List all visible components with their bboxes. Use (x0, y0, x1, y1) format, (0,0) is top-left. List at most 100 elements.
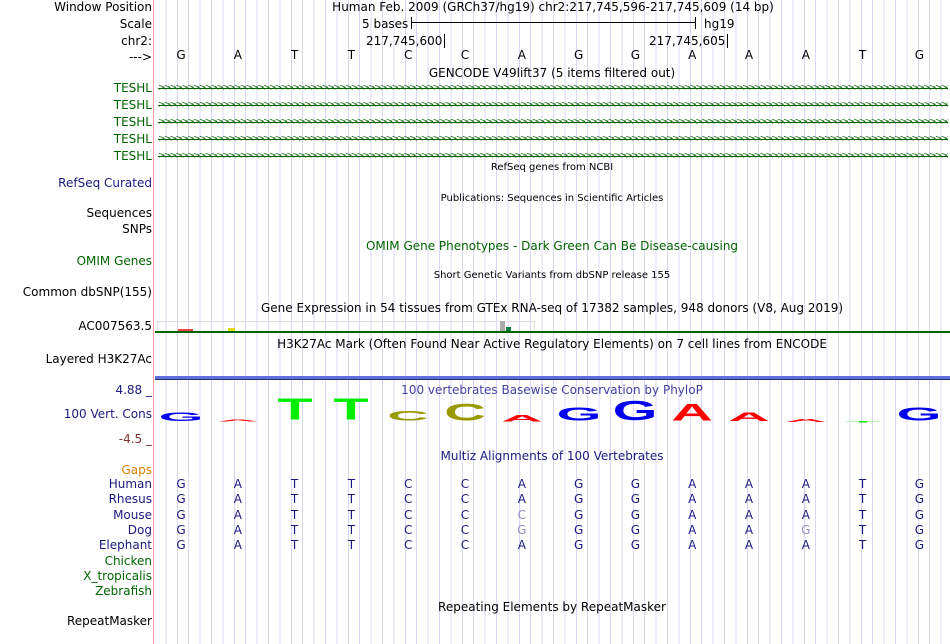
aligned-base: T (858, 492, 867, 507)
label-gtex[interactable]: AC007563.5 (78, 319, 152, 333)
aligned-base: A (801, 538, 810, 553)
label-rmsk[interactable]: RepeatMasker (66, 614, 152, 628)
logo-letter: T (333, 392, 369, 427)
aligned-base: C (403, 477, 413, 491)
aligned-base: G (573, 522, 584, 537)
aligned-base: T (858, 477, 867, 491)
aligned-base: T (858, 507, 867, 522)
species-label[interactable]: Human (108, 477, 152, 491)
gtex-bars[interactable] (157, 321, 535, 331)
aligned-base: G (176, 522, 186, 537)
logo-letter: T (276, 392, 313, 427)
aligned-base: C (460, 538, 470, 553)
base-letter: T (347, 48, 356, 62)
aligned-base: C (460, 522, 470, 537)
aligned-base: C (403, 538, 413, 553)
label-dbsnp[interactable]: Common dbSNP(155) (22, 285, 152, 299)
aligned-base: A (517, 492, 526, 507)
omim-title[interactable]: OMIM Gene Phenotypes - Dark Green Can Be… (365, 239, 739, 253)
aligned-base: T (290, 492, 299, 507)
species-label[interactable]: Zebrafish (95, 584, 152, 599)
phylop-title[interactable]: 100 vertebrates Basewise Conservation by… (401, 383, 703, 397)
dbsnp-title[interactable]: Short Genetic Variants from dbSNP releas… (433, 270, 671, 281)
multiz-title[interactable]: Multiz Alignments of 100 Vertebrates (440, 449, 664, 463)
aligned-base: A (744, 477, 754, 491)
gencode-title[interactable]: GENCODE V49lift37 (5 items filtered out) (428, 66, 676, 80)
label-strand[interactable]: ---> (128, 50, 152, 64)
label-omim[interactable]: OMIM Genes (76, 254, 152, 268)
gene-line (158, 156, 948, 157)
aligned-base: C (403, 492, 413, 507)
label-refseq[interactable]: RefSeq Curated (58, 176, 152, 190)
gene-line (158, 122, 948, 123)
gencode-item-label[interactable]: TESHL (113, 81, 152, 95)
logo-letter: G (896, 404, 942, 425)
label-snps[interactable]: SNPs (122, 222, 152, 236)
aligned-base: A (744, 538, 754, 553)
aligned-base: A (801, 477, 810, 491)
aligned-base: T (347, 477, 356, 491)
gencode-item-label[interactable]: TESHL (113, 115, 152, 129)
label-cons[interactable]: 100 Vert. Cons (63, 407, 152, 421)
h3k27ac-signal (155, 376, 950, 380)
aligned-base: G (914, 477, 925, 491)
species-label[interactable]: Mouse (113, 507, 152, 522)
species-label[interactable]: X_tropicalis (83, 568, 152, 583)
label-h3k27ac[interactable]: Layered H3K27Ac (45, 352, 152, 366)
position-1: 217,745,600 (366, 34, 446, 48)
aligned-base: T (290, 477, 299, 491)
aligned-base: A (688, 538, 697, 553)
aligned-base: A (744, 522, 754, 537)
rmsk-title[interactable]: Repeating Elements by RepeatMasker (438, 600, 666, 614)
gencode-item-label[interactable]: TESHL (113, 149, 152, 163)
scale-db: hg19 (704, 17, 735, 31)
logo-letter: A (671, 398, 713, 426)
aligned-base: G (573, 492, 584, 507)
aligned-base: A (801, 492, 810, 507)
pubs-title[interactable]: Publications: Sequences in Scientific Ar… (440, 193, 664, 204)
gtex-bar (506, 327, 511, 331)
aligned-base: A (688, 477, 697, 491)
logo-letter: C (387, 408, 429, 425)
gtex-bar (228, 328, 235, 331)
gencode-item-label[interactable]: TESHL (113, 132, 152, 146)
aligned-base: A (688, 492, 697, 507)
aligned-base: C (460, 477, 470, 491)
aligned-base: G (573, 477, 584, 491)
scale-text: 5 bases (362, 17, 409, 31)
label-sequences[interactable]: Sequences (86, 206, 152, 220)
base-letter: A (688, 48, 697, 62)
base-letter: G (630, 48, 641, 62)
browser-grid[interactable] (155, 0, 950, 644)
species-label[interactable]: Dog (127, 522, 152, 537)
scale-bar (411, 17, 696, 29)
logo-letter: G (612, 395, 658, 426)
aligned-base: G (914, 538, 925, 553)
h3k27ac-title[interactable]: H3K27Ac Mark (Often Found Near Active Re… (277, 337, 827, 351)
label-divider (153, 0, 154, 644)
aligned-base: A (233, 477, 242, 491)
species-label[interactable]: Elephant (98, 538, 152, 553)
refseq-title[interactable]: RefSeq genes from NCBI (490, 162, 614, 173)
aligned-base: A (688, 507, 697, 522)
logo-letter: T (844, 420, 881, 423)
aligned-base: A (517, 538, 526, 553)
species-label[interactable]: Rhesus (108, 492, 152, 507)
base-letter: A (801, 48, 810, 62)
base-letter: A (744, 48, 754, 62)
gtex-bar (500, 321, 505, 331)
gtex-title[interactable]: Gene Expression in 54 tissues from GTEx … (260, 301, 844, 315)
aligned-base: G (176, 538, 186, 553)
aligned-base: G (801, 522, 811, 537)
base-letter: C (460, 48, 470, 62)
species-label[interactable]: Chicken (104, 553, 152, 568)
aligned-base: G (630, 522, 641, 537)
gtex-bar (178, 329, 193, 331)
base-letter: T (858, 48, 867, 62)
gtex-baseline (155, 331, 950, 333)
base-letter: A (233, 48, 242, 62)
gencode-item-label[interactable]: TESHL (113, 98, 152, 112)
aligned-base: C (517, 507, 526, 522)
label-gaps[interactable]: Gaps (121, 463, 152, 477)
aligned-base: A (744, 492, 754, 507)
